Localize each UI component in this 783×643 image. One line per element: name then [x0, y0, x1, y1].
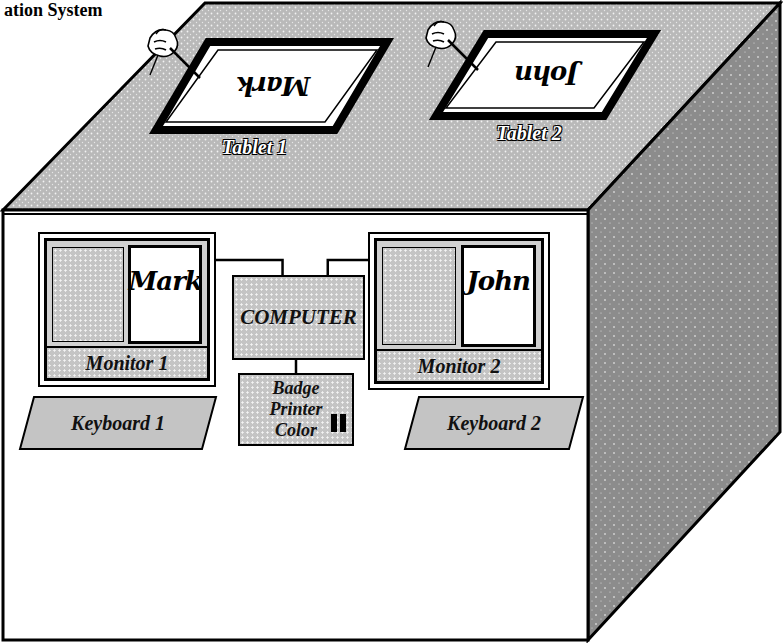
keyboard-label: Keyboard 2	[447, 412, 541, 435]
tablet-label: Tablet 1	[222, 136, 287, 159]
computer-box: COMPUTER	[232, 275, 365, 360]
tablet-surface	[446, 42, 644, 108]
screen-panel	[382, 247, 456, 345]
tablet-surface	[166, 50, 377, 122]
tablet-area: John	[475, 44, 619, 106]
tablet-frame-outline	[156, 42, 387, 130]
hand-with-pen	[148, 30, 200, 79]
label-holder: Tablet 1	[158, 136, 351, 159]
keyboard-shape-outline	[405, 397, 583, 449]
drawing-tablet: MarkTablet 1	[150, 38, 395, 173]
front-edge	[3, 213, 588, 215]
cable-line	[328, 260, 368, 275]
label-strip: Monitor 1	[47, 346, 207, 378]
printer-label: Badge Printer Color	[250, 378, 342, 440]
tablet-area: Mark	[196, 52, 351, 120]
keyboard: Keyboard 1	[18, 395, 218, 451]
keyboard: Keyboard 2	[403, 395, 585, 451]
monitor: JohnMonitor 2	[368, 232, 550, 390]
monitor-label: Monitor 1	[86, 352, 169, 375]
signature-panel: John	[461, 245, 536, 347]
ink-bars	[331, 414, 346, 432]
signature-panel: Mark	[128, 245, 202, 344]
label-strip: Monitor 2	[377, 349, 541, 381]
title-fragment: ation System	[4, 0, 103, 21]
computer-label: COMPUTER	[240, 305, 357, 330]
cable-line	[216, 260, 283, 275]
monitor-bezel: MarkMonitor 1	[44, 238, 210, 381]
handwriting: John	[515, 60, 578, 90]
tablet-frame-outline	[436, 34, 654, 116]
monitor-bezel: JohnMonitor 2	[374, 238, 544, 384]
monitor: MarkMonitor 1	[38, 232, 216, 387]
screen-panel	[52, 247, 124, 342]
drawing-tablet: JohnTablet 2	[430, 30, 662, 165]
cable-line	[295, 360, 298, 373]
keyboard-shape-outline	[20, 397, 216, 449]
handwriting: Mark	[129, 266, 202, 341]
label-holder: Tablet 2	[438, 122, 620, 145]
cabinet-front	[3, 210, 588, 640]
badge-printer: Badge Printer Color	[238, 373, 354, 446]
hand-with-pen	[426, 22, 478, 71]
handwriting: John	[467, 266, 530, 344]
monitor-label: Monitor 2	[418, 355, 501, 378]
tablet-label: Tablet 2	[496, 122, 561, 145]
keyboard-label: Keyboard 1	[71, 412, 165, 435]
handwriting: Mark	[237, 71, 310, 101]
